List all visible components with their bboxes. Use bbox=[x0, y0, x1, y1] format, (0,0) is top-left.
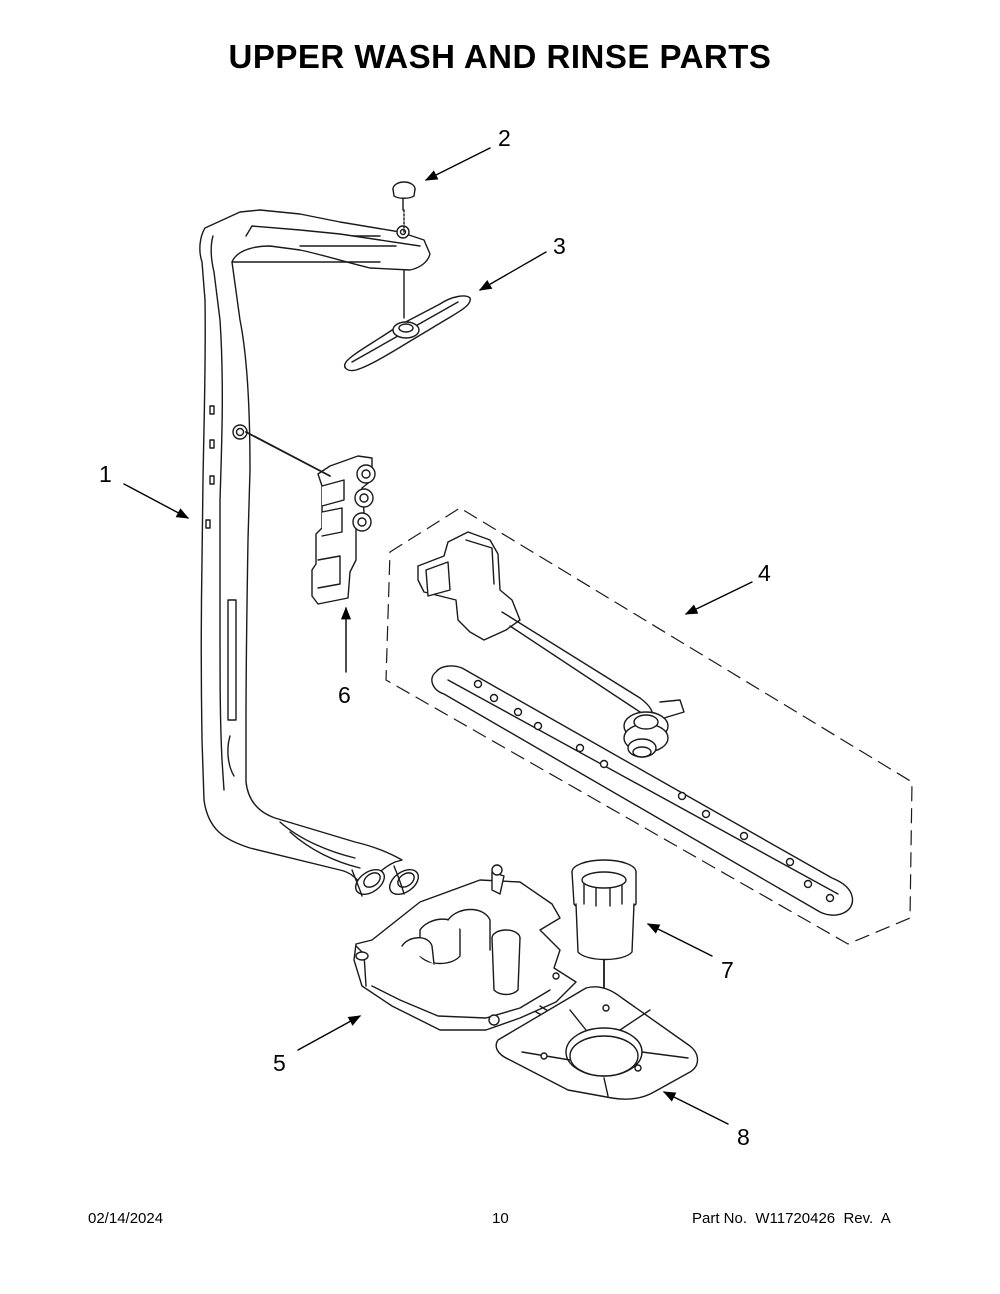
callout-8: 8 bbox=[737, 1124, 750, 1150]
cap-part bbox=[392, 181, 416, 233]
footer-page-number: 10 bbox=[492, 1210, 509, 1227]
supply-tube-part bbox=[199, 209, 431, 897]
diverter-bracket-part bbox=[245, 431, 376, 605]
page-title: UPPER WASH AND RINSE PARTS bbox=[228, 38, 772, 75]
filter-plate-part bbox=[495, 986, 699, 1100]
callout-4: 4 bbox=[758, 560, 771, 586]
callout-6: 6 bbox=[338, 682, 351, 708]
spray-arm-part bbox=[344, 269, 471, 372]
callout-7: 7 bbox=[721, 957, 734, 983]
callout-1: 1 bbox=[99, 461, 112, 487]
sump-part bbox=[353, 864, 577, 1031]
callout-5: 5 bbox=[273, 1050, 286, 1076]
callout-3: 3 bbox=[553, 233, 566, 259]
leader-lines bbox=[123, 147, 753, 1125]
footer-part-number: Part No. W11720426 Rev. A bbox=[692, 1210, 891, 1227]
spray-arm-assembly-part bbox=[385, 507, 913, 945]
callout-2: 2 bbox=[498, 125, 511, 151]
footer-date: 02/14/2024 bbox=[88, 1210, 164, 1227]
filter-part bbox=[571, 859, 637, 1065]
